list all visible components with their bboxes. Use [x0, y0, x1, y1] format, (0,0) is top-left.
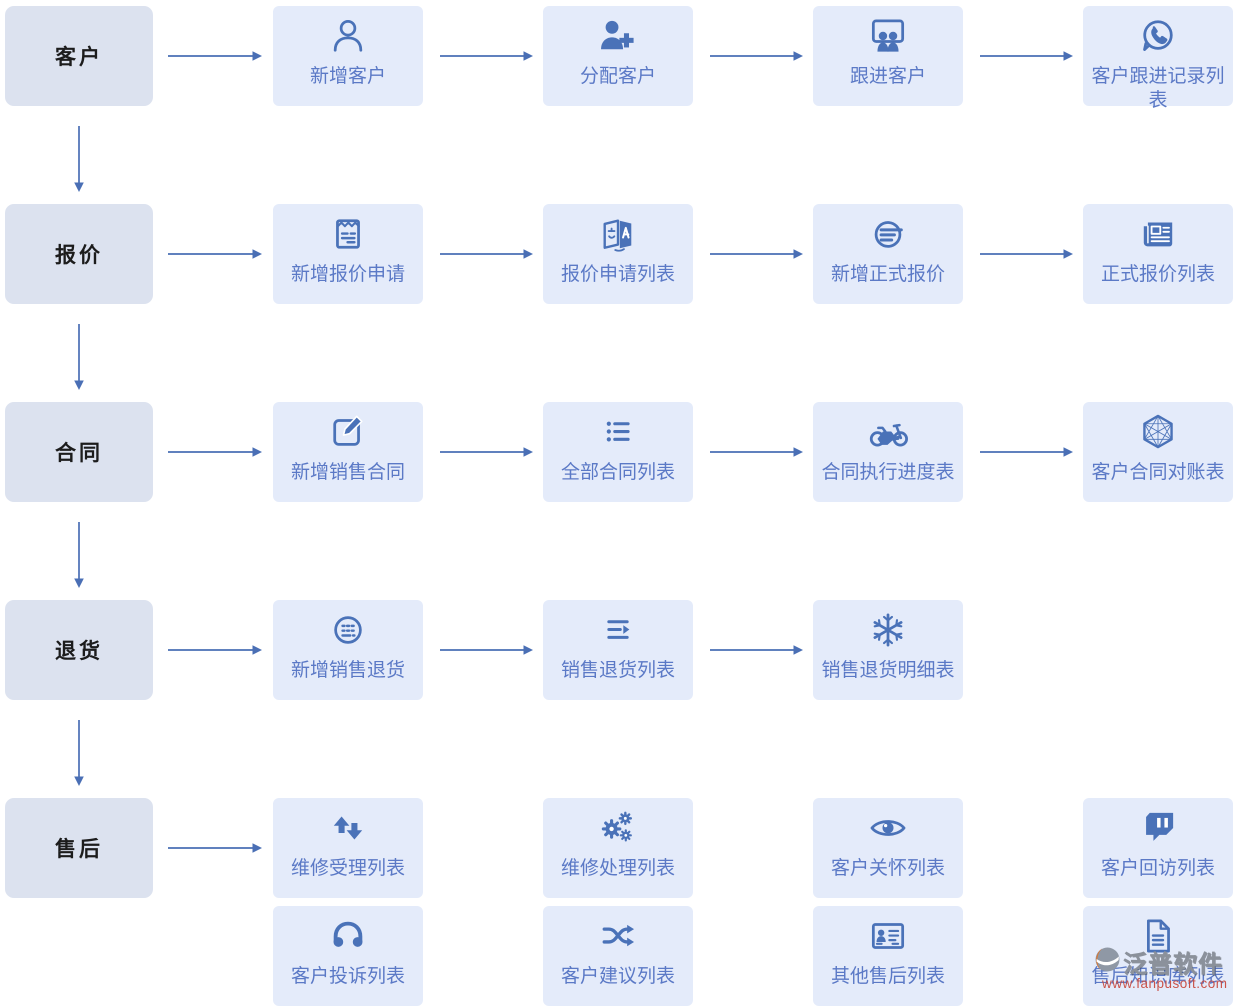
file-text-icon [1083, 906, 1233, 964]
flow-card-label: 销售退货列表 [560, 660, 675, 681]
user-plus-icon [543, 6, 693, 64]
translate-icon [543, 204, 693, 262]
circle-dashes-icon [273, 600, 423, 658]
snowflake-icon [813, 600, 963, 658]
stage-box: 报价 [5, 204, 153, 304]
newspaper-icon [1083, 204, 1233, 262]
flow-card-label: 客户关怀列表 [830, 858, 945, 879]
shuffle-icon [543, 906, 693, 964]
flow-card-label: 客户跟进记录列表 [1091, 66, 1225, 111]
flow-card[interactable]: 正式报价列表 [1083, 204, 1233, 304]
flow-card[interactable]: 客户合同对账表 [1083, 402, 1233, 502]
flow-card-label: 分配客户 [579, 66, 656, 87]
presentation-people-icon [813, 6, 963, 64]
flow-card[interactable]: 销售退货列表 [543, 600, 693, 700]
flow-card[interactable]: 客户回访列表 [1083, 798, 1233, 898]
watermark: 泛普软件 www.fanpusoft.com [1094, 944, 1234, 991]
watermark-url: www.fanpusoft.com [1102, 976, 1228, 991]
stage-label: 报价 [55, 244, 103, 267]
flow-card-label: 全部合同列表 [560, 462, 675, 483]
flow-card[interactable]: 合同执行进度表 [813, 402, 963, 502]
hexagon-wireframe-icon [1083, 402, 1233, 460]
flow-card-label: 新增销售退货 [290, 660, 405, 681]
flow-card[interactable]: 销售退货明细表 [813, 600, 963, 700]
whatsapp-icon [1083, 6, 1233, 64]
flow-card-label: 报价申请列表 [560, 264, 675, 285]
flow-card-label: 客户合同对账表 [1091, 462, 1225, 483]
twitch-icon [1083, 798, 1233, 856]
flow-card[interactable]: 维修处理列表 [543, 798, 693, 898]
flow-card-label: 新增客户 [309, 66, 386, 87]
retweet-icon [273, 798, 423, 856]
headphones-icon [273, 906, 423, 964]
flow-card[interactable]: 新增销售退货 [273, 600, 423, 700]
stage-box: 售后 [5, 798, 153, 898]
flow-card-label: 新增正式报价 [830, 264, 945, 285]
watermark-brand: 泛普软件 [1123, 951, 1223, 978]
flow-card[interactable]: 维修受理列表 [273, 798, 423, 898]
flow-card[interactable]: 报价申请列表 [543, 204, 693, 304]
stage-box: 客户 [5, 6, 153, 106]
stage-box: 退货 [5, 600, 153, 700]
edit-square-icon [273, 402, 423, 460]
flow-card-label: 新增销售合同 [290, 462, 405, 483]
id-card-icon [813, 906, 963, 964]
gears-icon [543, 798, 693, 856]
flow-card[interactable]: 新增报价申请 [273, 204, 423, 304]
list-ul-icon [543, 402, 693, 460]
stage-label: 合同 [55, 442, 103, 465]
flow-card[interactable]: 分配客户 [543, 6, 693, 106]
stage-label: 客户 [55, 46, 103, 69]
motorcycle-icon [813, 402, 963, 460]
flow-card[interactable]: 新增销售合同 [273, 402, 423, 502]
stage-label: 售后 [55, 838, 103, 861]
fanpu-logo-icon [1094, 946, 1121, 978]
flow-card-label: 维修处理列表 [560, 858, 675, 879]
flow-card[interactable]: 跟进客户 [813, 6, 963, 106]
flow-card-label: 正式报价列表 [1100, 264, 1215, 285]
flow-card[interactable]: 全部合同列表 [543, 402, 693, 502]
flow-card[interactable]: 客户关怀列表 [813, 798, 963, 898]
flow-card[interactable]: 客户跟进记录列表 [1083, 6, 1233, 111]
flow-card[interactable]: 客户建议列表 [543, 906, 693, 1006]
flow-card-label: 客户回访列表 [1100, 858, 1215, 879]
flow-card-label: 销售退货明细表 [821, 660, 955, 681]
flow-card-label: 合同执行进度表 [821, 462, 955, 483]
stream-circle-icon [813, 204, 963, 262]
flow-card-label: 其他售后列表 [830, 966, 945, 987]
user-icon [273, 6, 423, 64]
flow-card[interactable]: 新增客户 [273, 6, 423, 106]
flow-card-label: 维修受理列表 [290, 858, 405, 879]
flow-card-label: 新增报价申请 [290, 264, 405, 285]
stage-label: 退货 [55, 640, 103, 663]
lines-arrow-icon [543, 600, 693, 658]
stage-box: 合同 [5, 402, 153, 502]
eye-icon [813, 798, 963, 856]
flow-card-label: 客户投诉列表 [290, 966, 405, 987]
flow-card[interactable]: 客户投诉列表 [273, 906, 423, 1006]
form-list-icon [273, 204, 423, 262]
flow-card-label: 售后知识库列表 [1091, 966, 1225, 987]
flow-card[interactable]: 其他售后列表 [813, 906, 963, 1006]
flow-card-label: 跟进客户 [849, 66, 926, 87]
flow-card-label: 客户建议列表 [560, 966, 675, 987]
flow-card[interactable]: 新增正式报价 [813, 204, 963, 304]
